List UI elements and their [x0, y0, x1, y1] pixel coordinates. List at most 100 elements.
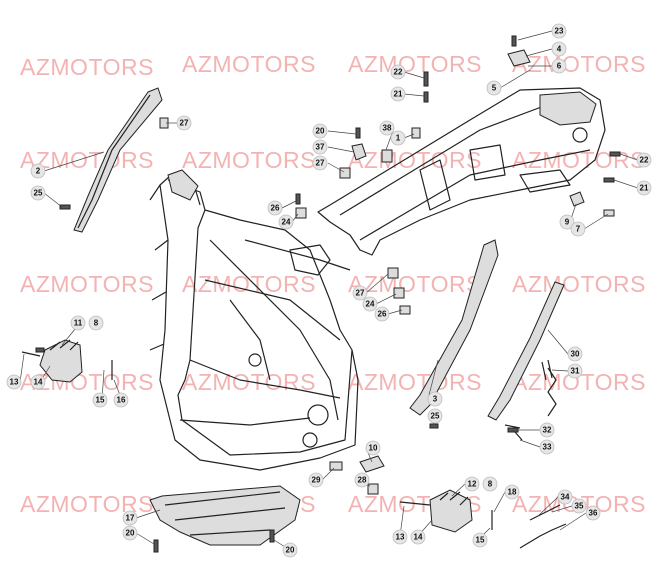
svg-text:21: 21 — [394, 90, 403, 99]
callout-badge: 28 — [354, 472, 370, 488]
callout-badge: 5 — [486, 80, 502, 96]
svg-text:27: 27 — [356, 289, 365, 298]
svg-text:35: 35 — [575, 502, 584, 511]
svg-text:24: 24 — [282, 218, 291, 227]
svg-text:8: 8 — [488, 480, 493, 489]
svg-text:29: 29 — [312, 476, 321, 485]
callout-badge: 25 — [30, 185, 46, 201]
callout-badge: 2 — [30, 163, 46, 179]
bolt-icon — [429, 423, 439, 429]
callout-badge: 34 — [557, 489, 573, 505]
watermarks: AZMOTORS AZMOTORS AZMOTORS AZMOTORS AZMO… — [20, 51, 646, 517]
svg-text:15: 15 — [96, 396, 105, 405]
callout-badge: 36 — [585, 505, 601, 521]
frame-rail-left — [73, 87, 163, 233]
bolt-icon — [603, 177, 615, 183]
callout-badge: 11 — [70, 315, 86, 331]
bolt-icon — [609, 151, 621, 157]
bolt-icon — [355, 127, 361, 139]
callout-badge: 18 — [504, 484, 520, 500]
callout-badge: 27 — [176, 115, 192, 131]
footpeg-right — [399, 489, 493, 533]
svg-text:28: 28 — [358, 476, 367, 485]
callout-badge: 14 — [30, 374, 46, 390]
bolt-icon — [511, 35, 517, 47]
svg-text:32: 32 — [543, 426, 552, 435]
watermark: AZMOTORS — [512, 147, 646, 173]
bolt-icon — [35, 347, 45, 353]
callout-badge: 16 — [113, 392, 129, 408]
svg-text:4: 4 — [557, 45, 562, 54]
callout-badge: 22 — [636, 152, 652, 168]
svg-text:26: 26 — [378, 310, 387, 319]
callout-badge: 20 — [312, 123, 328, 139]
bolt-icon — [423, 91, 429, 103]
svg-text:13: 13 — [10, 378, 19, 387]
watermark: AZMOTORS — [512, 271, 646, 297]
callout-badge: 6 — [551, 58, 567, 74]
callout-badge: 26 — [267, 200, 283, 216]
svg-text:15: 15 — [476, 536, 485, 545]
callout-badge: 12 — [464, 476, 480, 492]
watermark: AZMOTORS — [348, 51, 482, 77]
callout-badge: 38 — [379, 120, 395, 136]
side-rail-3 — [409, 239, 499, 416]
svg-text:7: 7 — [576, 225, 581, 234]
watermark: AZMOTORS — [348, 271, 482, 297]
callout-badge: 27 — [352, 285, 368, 301]
callout-badge: 8 — [482, 476, 498, 492]
watermark: AZMOTORS — [348, 147, 482, 173]
springs — [519, 367, 567, 549]
bolt-icon — [269, 529, 275, 543]
svg-text:24: 24 — [366, 300, 375, 309]
callout-badge: 3 — [427, 391, 443, 407]
svg-text:30: 30 — [571, 350, 580, 359]
callout-badge: 35 — [571, 498, 587, 514]
svg-text:36: 36 — [589, 509, 598, 518]
rear-subframe — [317, 87, 606, 256]
svg-text:16: 16 — [117, 396, 126, 405]
svg-text:20: 20 — [126, 529, 135, 538]
callout-badges: 23 4 22 6 5 21 27 20 38 1 37 2 27 25 26 … — [6, 23, 652, 558]
callout-badge: 17 — [122, 510, 138, 526]
svg-text:10: 10 — [369, 444, 378, 453]
callout-badge: 13 — [6, 374, 22, 390]
callout-badge: 27 — [312, 155, 328, 171]
callout-badge: 32 — [539, 422, 555, 438]
bolt-icon — [153, 539, 159, 553]
callout-badge: 21 — [390, 86, 406, 102]
callout-badge: 1 — [390, 130, 406, 146]
callout-badge: 7 — [570, 221, 586, 237]
svg-text:34: 34 — [561, 493, 570, 502]
callout-badge: 13 — [392, 529, 408, 545]
svg-text:8: 8 — [94, 319, 99, 328]
svg-text:25: 25 — [431, 412, 440, 421]
svg-text:12: 12 — [468, 480, 477, 489]
bolt-icon — [59, 204, 71, 210]
callout-badge: 4 — [551, 41, 567, 57]
callout-badge: 9 — [559, 214, 575, 230]
bolt-icon — [423, 71, 429, 87]
svg-text:14: 14 — [34, 378, 43, 387]
watermark: AZMOTORS — [20, 54, 154, 80]
svg-text:17: 17 — [126, 514, 135, 523]
callout-badge: 21 — [636, 180, 652, 196]
skid-plate — [149, 485, 301, 546]
svg-text:20: 20 — [316, 127, 325, 136]
watermark: AZMOTORS — [182, 51, 316, 77]
callout-badge: 25 — [427, 408, 443, 424]
callout-badge: 26 — [374, 306, 390, 322]
svg-text:18: 18 — [508, 488, 517, 497]
watermark: AZMOTORS — [182, 271, 316, 297]
callout-badge: 10 — [365, 440, 381, 456]
svg-text:21: 21 — [640, 184, 649, 193]
svg-text:22: 22 — [394, 68, 403, 77]
watermark: AZMOTORS — [512, 51, 646, 77]
svg-text:23: 23 — [555, 27, 564, 36]
svg-text:20: 20 — [286, 546, 295, 555]
main-frame — [149, 169, 359, 471]
svg-text:5: 5 — [492, 84, 497, 93]
svg-text:1: 1 — [396, 134, 401, 143]
svg-text:22: 22 — [640, 156, 649, 165]
